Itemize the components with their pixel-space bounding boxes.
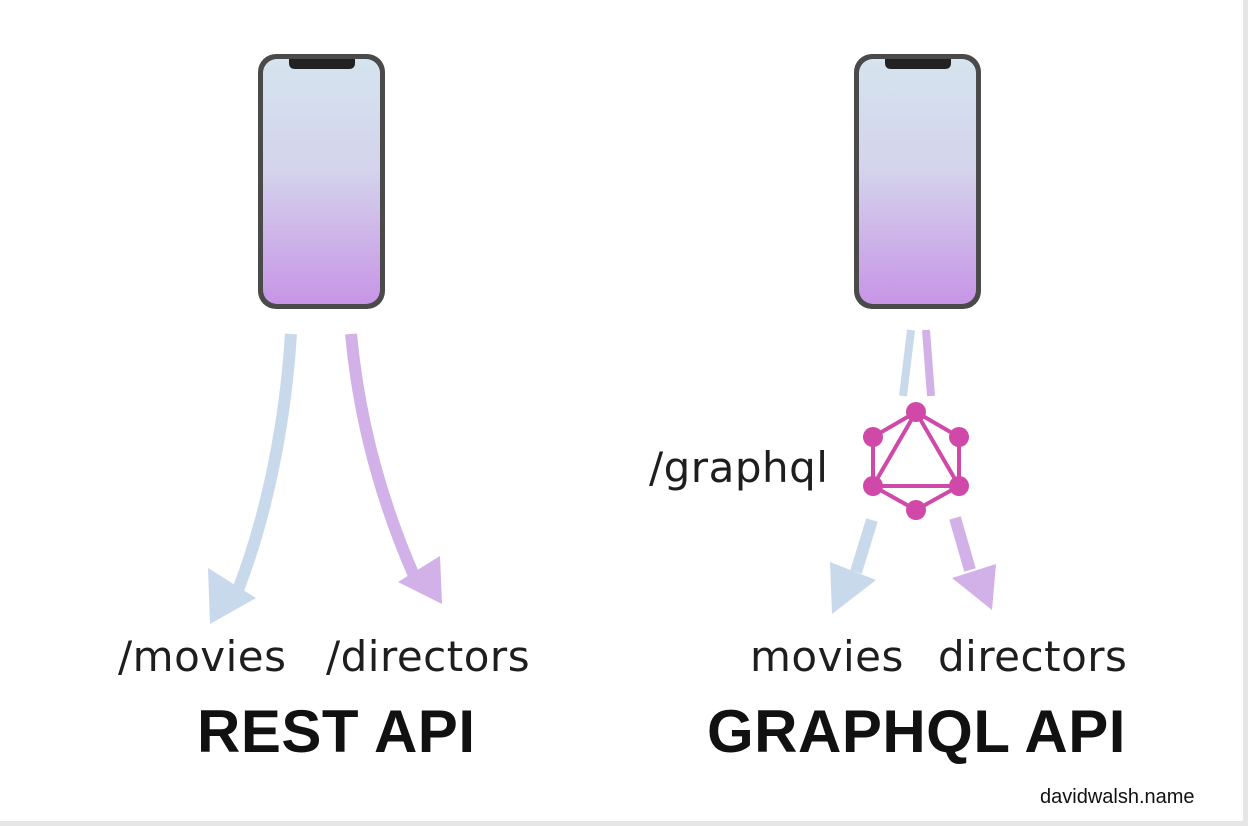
- graphql-phone-icon: [854, 54, 981, 309]
- graphql-directors-label: directors: [938, 632, 1128, 681]
- graphql-movies-label: movies: [750, 632, 904, 681]
- graphql-endpoint: /graphql: [649, 443, 829, 492]
- rest-phone-icon: [258, 54, 385, 309]
- rest-directors-arrow: [345, 333, 442, 604]
- rest-movies-arrow: [208, 333, 297, 624]
- rest-directors-endpoint: /directors: [326, 632, 531, 681]
- graphql-logo-icon: [863, 402, 969, 520]
- graphql-request-lines: [899, 329, 935, 397]
- rest-api-title: REST API: [197, 698, 476, 765]
- graphql-directors-arrow: [949, 516, 996, 610]
- graphql-api-title: GRAPHQL API: [707, 698, 1126, 765]
- rest-movies-endpoint: /movies: [118, 632, 287, 681]
- graphql-movies-arrow: [830, 518, 878, 614]
- credit-text: davidwalsh.name: [1040, 786, 1195, 808]
